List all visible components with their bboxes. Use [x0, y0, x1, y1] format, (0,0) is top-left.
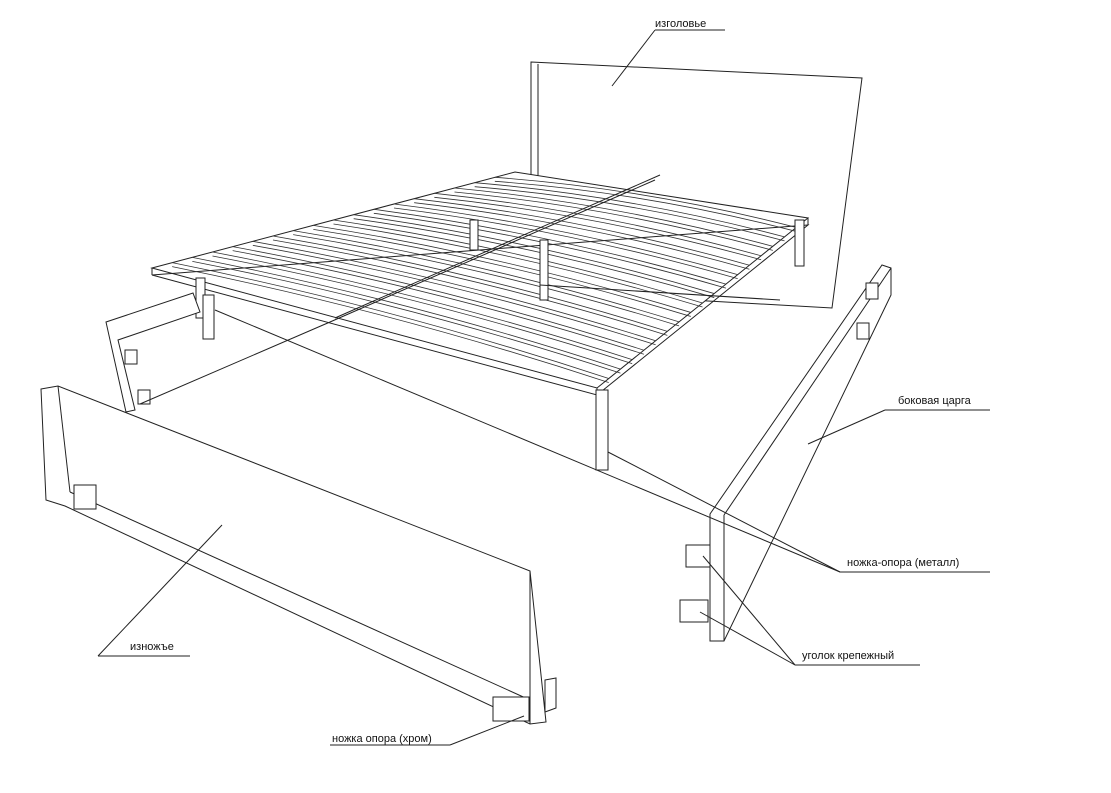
left-side-rail — [105, 292, 201, 413]
slat — [393, 207, 738, 280]
slat — [474, 186, 785, 242]
slat — [272, 239, 668, 336]
slat — [232, 246, 645, 351]
slat — [333, 223, 703, 308]
slat — [293, 234, 680, 327]
label-chrome-leg: ножка опора (хром) — [332, 733, 432, 745]
slat-frame — [150, 171, 810, 396]
slat — [454, 191, 773, 251]
slat — [494, 180, 797, 232]
slat — [172, 262, 609, 379]
slat — [414, 202, 750, 270]
slat — [252, 244, 656, 346]
slat — [313, 224, 691, 313]
slat — [192, 256, 621, 370]
slat — [474, 182, 785, 238]
slat — [252, 240, 656, 342]
right-side-rail — [679, 264, 892, 642]
slat — [232, 250, 645, 355]
slat — [353, 218, 715, 298]
slat — [393, 203, 738, 276]
slat — [272, 235, 668, 332]
label-side-rail: боковая царга — [898, 395, 972, 407]
slat — [293, 230, 680, 323]
slat — [313, 228, 691, 317]
slat — [414, 198, 750, 266]
frame-legs — [195, 219, 805, 471]
label-footboard: изножъе — [130, 641, 174, 653]
slat — [454, 187, 773, 247]
slat — [434, 196, 762, 261]
label-bracket: уголок крепежный — [802, 650, 894, 662]
slat — [333, 219, 703, 304]
slat — [494, 176, 797, 228]
slat — [212, 251, 633, 361]
slat — [192, 260, 621, 374]
slat — [434, 192, 762, 257]
footboard-panel — [40, 385, 557, 725]
slat — [172, 266, 609, 383]
guide-lines — [97, 29, 990, 746]
slat — [373, 208, 727, 285]
label-metal-leg: ножка-опора (металл) — [847, 557, 959, 569]
slat — [373, 212, 727, 289]
label-headboard: изголовье — [655, 18, 706, 30]
slat — [212, 255, 633, 365]
slat — [353, 214, 715, 294]
slats — [172, 176, 797, 383]
